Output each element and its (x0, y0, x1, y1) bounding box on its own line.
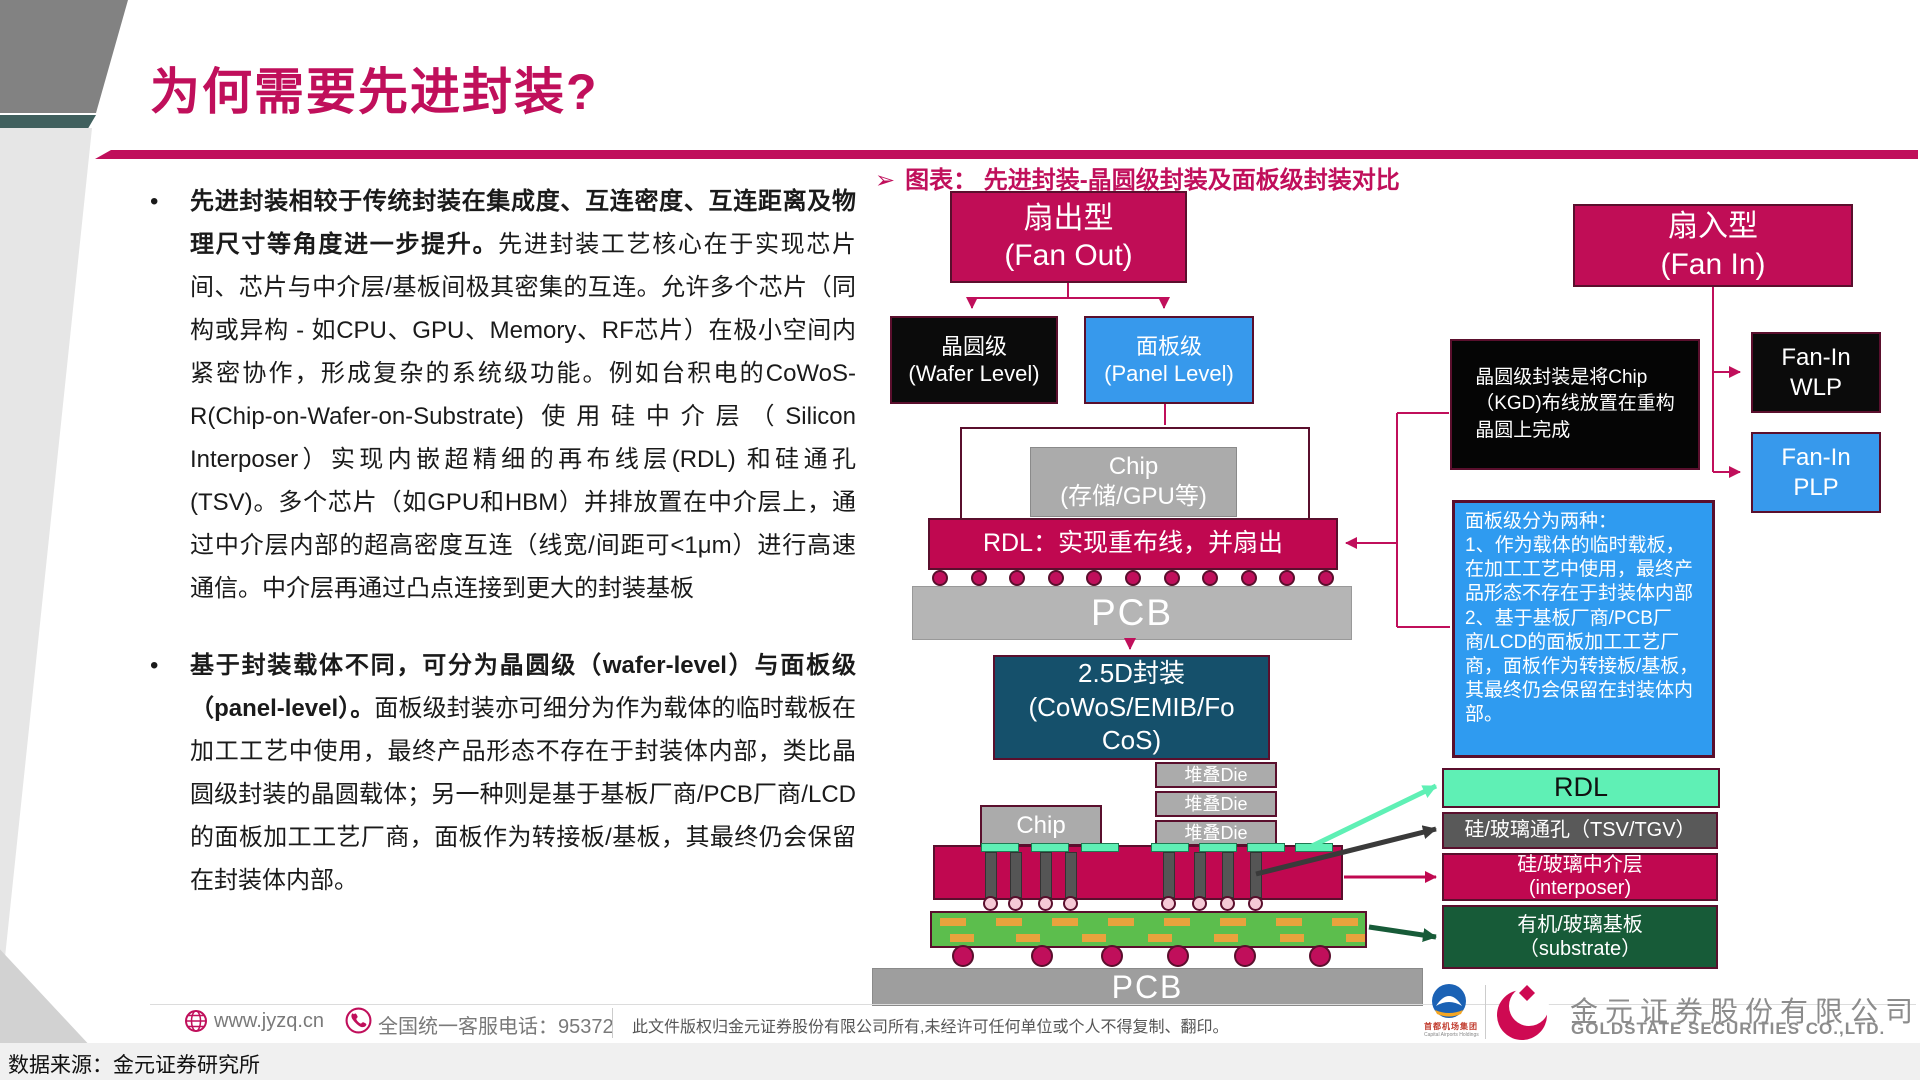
node-panel-level: 面板级 (Panel Level) (1084, 316, 1254, 404)
tsv-pillar (1040, 852, 1052, 898)
page-title: 为何需要先进封装? (150, 64, 599, 120)
chip-top-box: Chip (存储/GPU等) (1030, 447, 1237, 517)
body-text-column: • 先进封装相较于传统封装在集成度、互连密度、互连距离及物理尺寸等角度进一步提升… (150, 180, 856, 936)
rdl-pad (1247, 843, 1285, 852)
bullet-text: 基于封装载体不同，可分为晶圆级（wafer-level）与面板级（panel-l… (190, 644, 856, 902)
bullet-item: • 先进封装相较于传统封装在集成度、互连密度、互连距离及物理尺寸等角度进一步提升… (150, 180, 856, 610)
note-panel-level-types: 面板级分为两种： 1、作为载体的临时载板，在加工工艺中使用，最终产品形态不存在于… (1452, 500, 1715, 758)
solder-ball (1234, 945, 1256, 967)
node-fan-in-plp: Fan-In PLP (1751, 432, 1881, 513)
node-fan-out: 扇出型 (Fan Out) (950, 191, 1187, 283)
arrow-bullet-icon: ➢ (875, 167, 896, 194)
figure-title: ➢ 图表： 先进封装-晶圆级封装及面板级封装对比 (875, 160, 1400, 195)
bullet-marker: • (150, 652, 159, 679)
tsv-pillar (1010, 852, 1022, 898)
tsv-pillar (1065, 852, 1077, 898)
capital-airports-logo: 首都机场集团 Capital Airports Holdings (1424, 983, 1479, 1038)
rdl-bar: RDL：实现重布线，并扇出 (928, 518, 1338, 570)
pcb-top-bar: PCB (912, 586, 1352, 640)
stacked-die-box: 堆叠Die (1155, 791, 1277, 817)
copyright-text: 此文件版权归金元证券股份有限公司所有,未经许可任何单位或个人不得复制、翻印。 (632, 1019, 1229, 1036)
bullet-bold-text: 先进封装相较于传统封装在集成度、互连密度、互连距离及物理尺寸等角度进一步提升。 (190, 188, 856, 258)
capital-airports-name-en: Capital Airports Holdings (1424, 1032, 1479, 1038)
bullet-text: 先进封装相较于传统封装在集成度、互连密度、互连距离及物理尺寸等角度进一步提升。先… (190, 180, 856, 610)
micro-bump (1008, 896, 1023, 911)
solder-ball (1101, 945, 1123, 967)
bullet-item: • 基于封装载体不同，可分为晶圆级（wafer-level）与面板级（panel… (150, 644, 856, 902)
solder-ball (1309, 945, 1331, 967)
solder-bumps-row (932, 570, 1334, 586)
micro-bump (983, 896, 998, 911)
rdl-pad (1199, 843, 1237, 852)
micro-bump (1248, 896, 1263, 911)
data-source-note: 数据来源：金元证券研究所 (8, 1054, 260, 1077)
logo-vertical-divider (1485, 985, 1486, 1039)
company-name-en: GOLDSTATE SECURITIES CO.,LTD. (1571, 1019, 1886, 1038)
figure-title-text: 图表： 先进封装-晶圆级封装及面板级封装对比 (905, 167, 1400, 194)
teal-strip-decoration (0, 115, 96, 128)
globe-icon (185, 1010, 207, 1032)
company-name-cn: 金元证券股份有限公司 (1570, 996, 1920, 1027)
bullet-regular-text: 面板级封装亦可细分为作为载体的临时载板在加工工艺中使用，最终产品形态不存在于封装… (190, 695, 857, 894)
tsv-pillar (1222, 852, 1234, 898)
capital-airports-roundel-icon (1432, 984, 1466, 1018)
legend-substrate: 有机/玻璃基板 （substrate） (1442, 905, 1718, 969)
bottom-strip: 数据来源：金元证券研究所 (0, 1043, 1920, 1080)
website-link[interactable]: www.jyzq.cn (214, 1010, 325, 1032)
rdl-pad (981, 843, 1019, 852)
bullet-regular-text: 先进封装工艺核心在于实现芯片间、芯片与中介层/基板间极其密集的互连。允许多个芯片… (190, 231, 857, 602)
node-2-5d-package: 2.5D封装 (CoWoS/EMIB/Fo CoS) (993, 655, 1270, 760)
legend-tsv-tgv: 硅/玻璃通孔（TSV/TGV） (1442, 812, 1718, 849)
substrate-slab (930, 911, 1367, 948)
capital-airports-name-cn: 首都机场集团 (1424, 1022, 1478, 1031)
footer-vertical-divider (612, 1008, 613, 1038)
note-wafer-level-packaging: 晶圆级封装是将Chip （KGD)布线放置在重构 晶圆上完成 (1450, 339, 1700, 470)
node-fan-in: 扇入型 (Fan In) (1573, 204, 1853, 287)
node-wafer-level: 晶圆级 (Wafer Level) (890, 316, 1058, 404)
tsv-pillar (1250, 852, 1262, 898)
bullet-bold-text: 基于封装载体不同，可分为晶圆级（wafer-level）与面板级（panel-l… (190, 652, 856, 722)
chip-bottom-box: Chip (980, 805, 1102, 846)
phone-icon (345, 1007, 372, 1034)
left-sliver-decoration (0, 128, 92, 1005)
micro-bump (1038, 896, 1053, 911)
bullet-marker: • (150, 188, 159, 215)
goldstate-crescent-icon (1497, 985, 1549, 1040)
solder-ball (1167, 945, 1189, 967)
rdl-pad (1151, 843, 1189, 852)
hotline-text: 全国统一客服电话：95372 (378, 1016, 614, 1038)
tsv-pillar (1163, 852, 1175, 898)
rdl-pad (1031, 843, 1069, 852)
tsv-pillar (1194, 852, 1206, 898)
legend-rdl: RDL (1442, 768, 1720, 808)
solder-ball (1031, 945, 1053, 967)
micro-bump (1220, 896, 1235, 911)
pcb-bottom-bar: PCB (872, 968, 1423, 1006)
title-underline (95, 150, 1918, 159)
stacked-die-box: 堆叠Die (1155, 762, 1277, 788)
micro-bump (1192, 896, 1207, 911)
node-fan-in-wlp: Fan-In WLP (1751, 332, 1881, 413)
corner-decoration (0, 0, 128, 113)
footer-divider-line (150, 1004, 1916, 1005)
rdl-pad (1295, 843, 1333, 852)
tsv-pillar (985, 852, 997, 898)
micro-bump (1161, 896, 1176, 911)
fan-in-branch-lines (1712, 287, 1741, 478)
rdl-pad (1081, 843, 1119, 852)
solder-ball (952, 945, 974, 967)
micro-bump (1063, 896, 1078, 911)
legend-interposer: 硅/玻璃中介层 (interposer) (1442, 853, 1718, 901)
